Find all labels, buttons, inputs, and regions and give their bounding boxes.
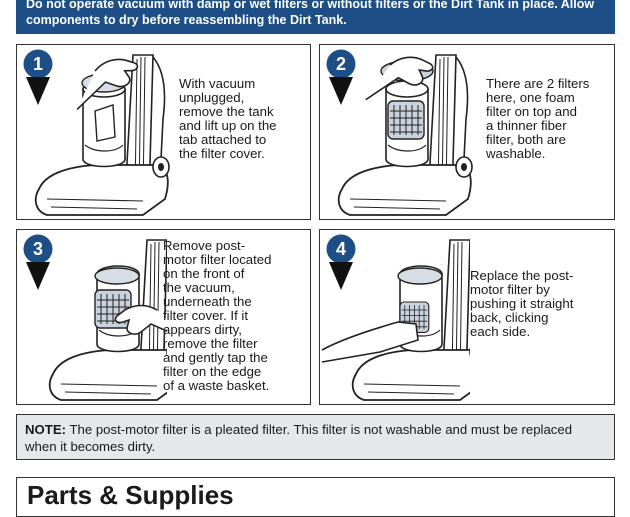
step-number-3: 3	[22, 234, 54, 264]
parts-supplies-section: Parts & Supplies	[16, 477, 615, 517]
step-1-text: With vacuum unplugged, remove the tank a…	[179, 77, 277, 161]
warning-banner: Do not operate vacuum with damp or wet f…	[16, 0, 615, 34]
step-number-1: 1	[22, 49, 54, 79]
step-panel-4: 4 Replace the post- motor filter by push…	[319, 229, 615, 405]
note-label: NOTE:	[25, 422, 66, 437]
warning-line-2: components to dry before reassembling th…	[26, 13, 347, 27]
note-box: NOTE: The post-motor filter is a pleated…	[16, 414, 615, 460]
step-panel-3: 3 Remove post- motor filter located on t…	[16, 229, 311, 405]
parts-supplies-heading: Parts & Supplies	[27, 481, 604, 509]
step-4-text: Replace the post- motor filter by pushin…	[470, 269, 573, 339]
step-number-2: 2	[325, 49, 357, 79]
step-panel-2: 2 There are 2 filters here, one foam fil…	[319, 44, 615, 220]
step-panel-1: 1 With vacuum unplugged, remove the tank…	[16, 44, 311, 220]
filter-icon	[388, 101, 424, 139]
step-number-4: 4	[325, 234, 357, 264]
warning-line-1: Do not operate vacuum with damp or wet f…	[26, 0, 594, 11]
step-2-text: There are 2 filters here, one foam filte…	[486, 77, 589, 161]
note-text: The post-motor filter is a pleated filte…	[25, 422, 572, 454]
step-3-text: Remove post- motor filter located on the…	[163, 239, 271, 393]
